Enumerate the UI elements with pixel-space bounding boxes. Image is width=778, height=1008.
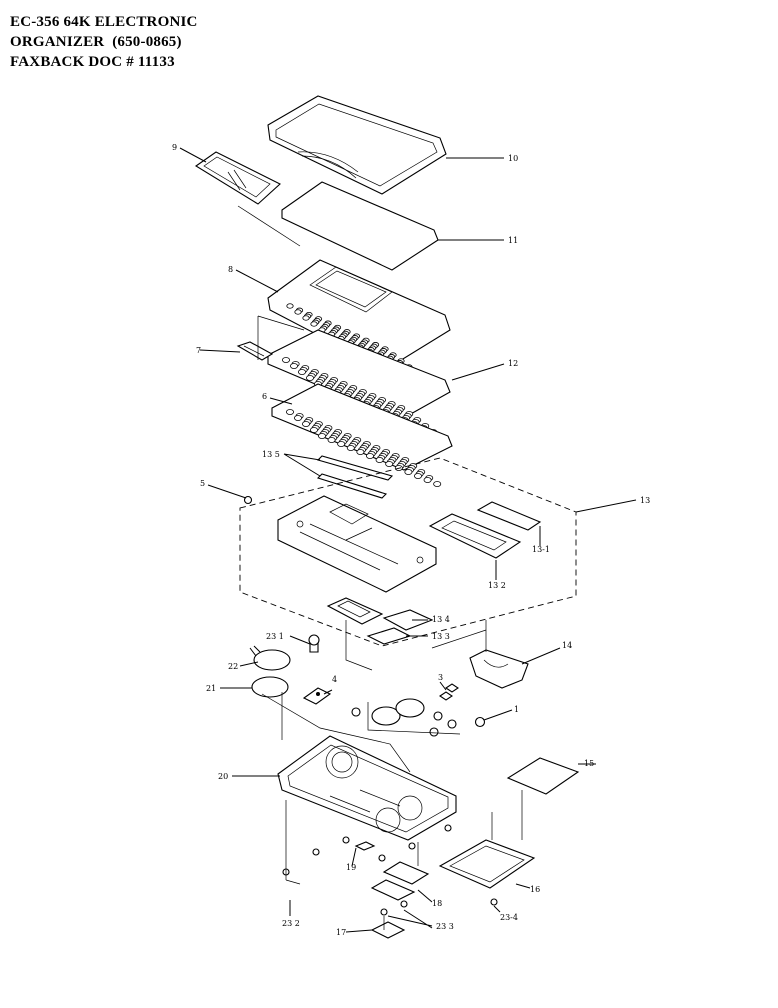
callout-3: 3	[438, 673, 443, 682]
callout-13-5: 13 5	[262, 450, 280, 459]
key-dome	[294, 309, 302, 315]
callout-23-3: 23 3	[436, 922, 454, 931]
part-19-pad	[354, 841, 376, 851]
part-3-batteries	[351, 683, 459, 737]
key-dome	[346, 445, 355, 451]
part-16-battery-cover	[438, 839, 536, 889]
key-dome	[365, 453, 374, 459]
callout-13-4: 13 4	[432, 615, 450, 624]
doc-title-line-1: EC-356 64K ELECTRONIC	[10, 14, 198, 30]
key-dome	[310, 321, 318, 327]
callout-21: 21	[206, 684, 216, 693]
key-dome	[413, 473, 422, 479]
key-dome	[327, 437, 336, 443]
callout-9: 9	[172, 143, 177, 152]
callout-13-1: 13-1	[532, 545, 550, 554]
part-7-clip	[236, 341, 274, 361]
callout-23-2: 23 2	[282, 919, 300, 928]
callout-4: 4	[332, 675, 337, 684]
part-15-label	[506, 757, 580, 795]
callout-8: 8	[228, 265, 233, 274]
part-11-window-sheet	[281, 181, 439, 271]
callout-12: 12	[508, 359, 518, 368]
doc-title-line-2: ORGANIZER (650-0865)	[10, 34, 182, 50]
callout-16: 16	[530, 885, 540, 894]
part-14-spring-plate	[469, 649, 529, 689]
part-23-1-screw	[308, 634, 320, 653]
part-1-screw	[474, 716, 486, 728]
part-22-buzzer	[249, 645, 291, 671]
part-20-bottom-case	[277, 735, 457, 841]
doc-title-line-3: FAXBACK DOC # 11133	[10, 54, 175, 70]
callout-14: 14	[562, 641, 572, 650]
callout-5: 5	[200, 479, 205, 488]
callout-20: 20	[218, 772, 228, 781]
key-dome	[281, 357, 290, 363]
callout-18: 18	[432, 899, 442, 908]
key-dome	[289, 363, 298, 369]
key-dome	[302, 315, 310, 321]
part-4-switch	[302, 687, 332, 705]
part-5-screw	[243, 495, 253, 505]
callout-6: 6	[262, 392, 267, 401]
callout-10: 10	[508, 154, 518, 163]
callout-11: 11	[508, 236, 518, 245]
part-21-battery-disc	[251, 676, 289, 698]
key-dome	[297, 369, 306, 375]
key-dome	[385, 461, 394, 467]
callout-7: 7	[196, 346, 201, 355]
callout-23-1: 23 1	[266, 632, 284, 641]
key-dome	[293, 415, 302, 421]
callout-19: 19	[346, 863, 356, 872]
key-dome	[317, 433, 326, 439]
callout-13: 13	[640, 496, 650, 505]
part-13-4-small-board	[326, 597, 434, 631]
callout-1: 1	[514, 705, 519, 714]
callout-23-4: 23-4	[500, 913, 518, 922]
part-12-rubber-keypad	[267, 329, 451, 435]
key-dome	[356, 449, 365, 455]
part-17-foot-pad	[370, 921, 406, 939]
key-dome	[404, 469, 413, 475]
callout-17: 17	[336, 928, 346, 937]
part-10-lid-cover	[267, 95, 447, 195]
leader-lines	[179, 147, 637, 933]
part-13-3-jack	[366, 627, 412, 645]
part-13-main-pcb	[277, 495, 437, 593]
callout-15: 15	[584, 759, 594, 768]
key-dome	[375, 457, 384, 463]
callout-13-2: 13 2	[488, 581, 506, 590]
part-18-spring-plates	[370, 861, 430, 901]
key-dome	[309, 427, 318, 433]
part-13-5-strips	[316, 455, 394, 499]
part-13-1-connector	[476, 501, 542, 531]
part-13-2-lcd-module	[428, 513, 522, 559]
key-dome	[433, 481, 442, 487]
key-dome	[423, 477, 432, 483]
key-dome	[285, 409, 294, 415]
callout-22: 22	[228, 662, 238, 671]
part-6-contact-sheet	[271, 383, 453, 487]
callout-13-3: 13 3	[432, 632, 450, 641]
alignment-lines	[237, 205, 523, 930]
callout-labels: 9 10 11 8 7 12 6 13 5 5 13 13-1 13 2 13 …	[172, 143, 650, 937]
key-dome	[305, 375, 314, 381]
key-dome	[301, 421, 310, 427]
part-9-label-plate	[194, 151, 281, 205]
key-dome	[286, 303, 294, 309]
key-dome	[337, 441, 346, 447]
